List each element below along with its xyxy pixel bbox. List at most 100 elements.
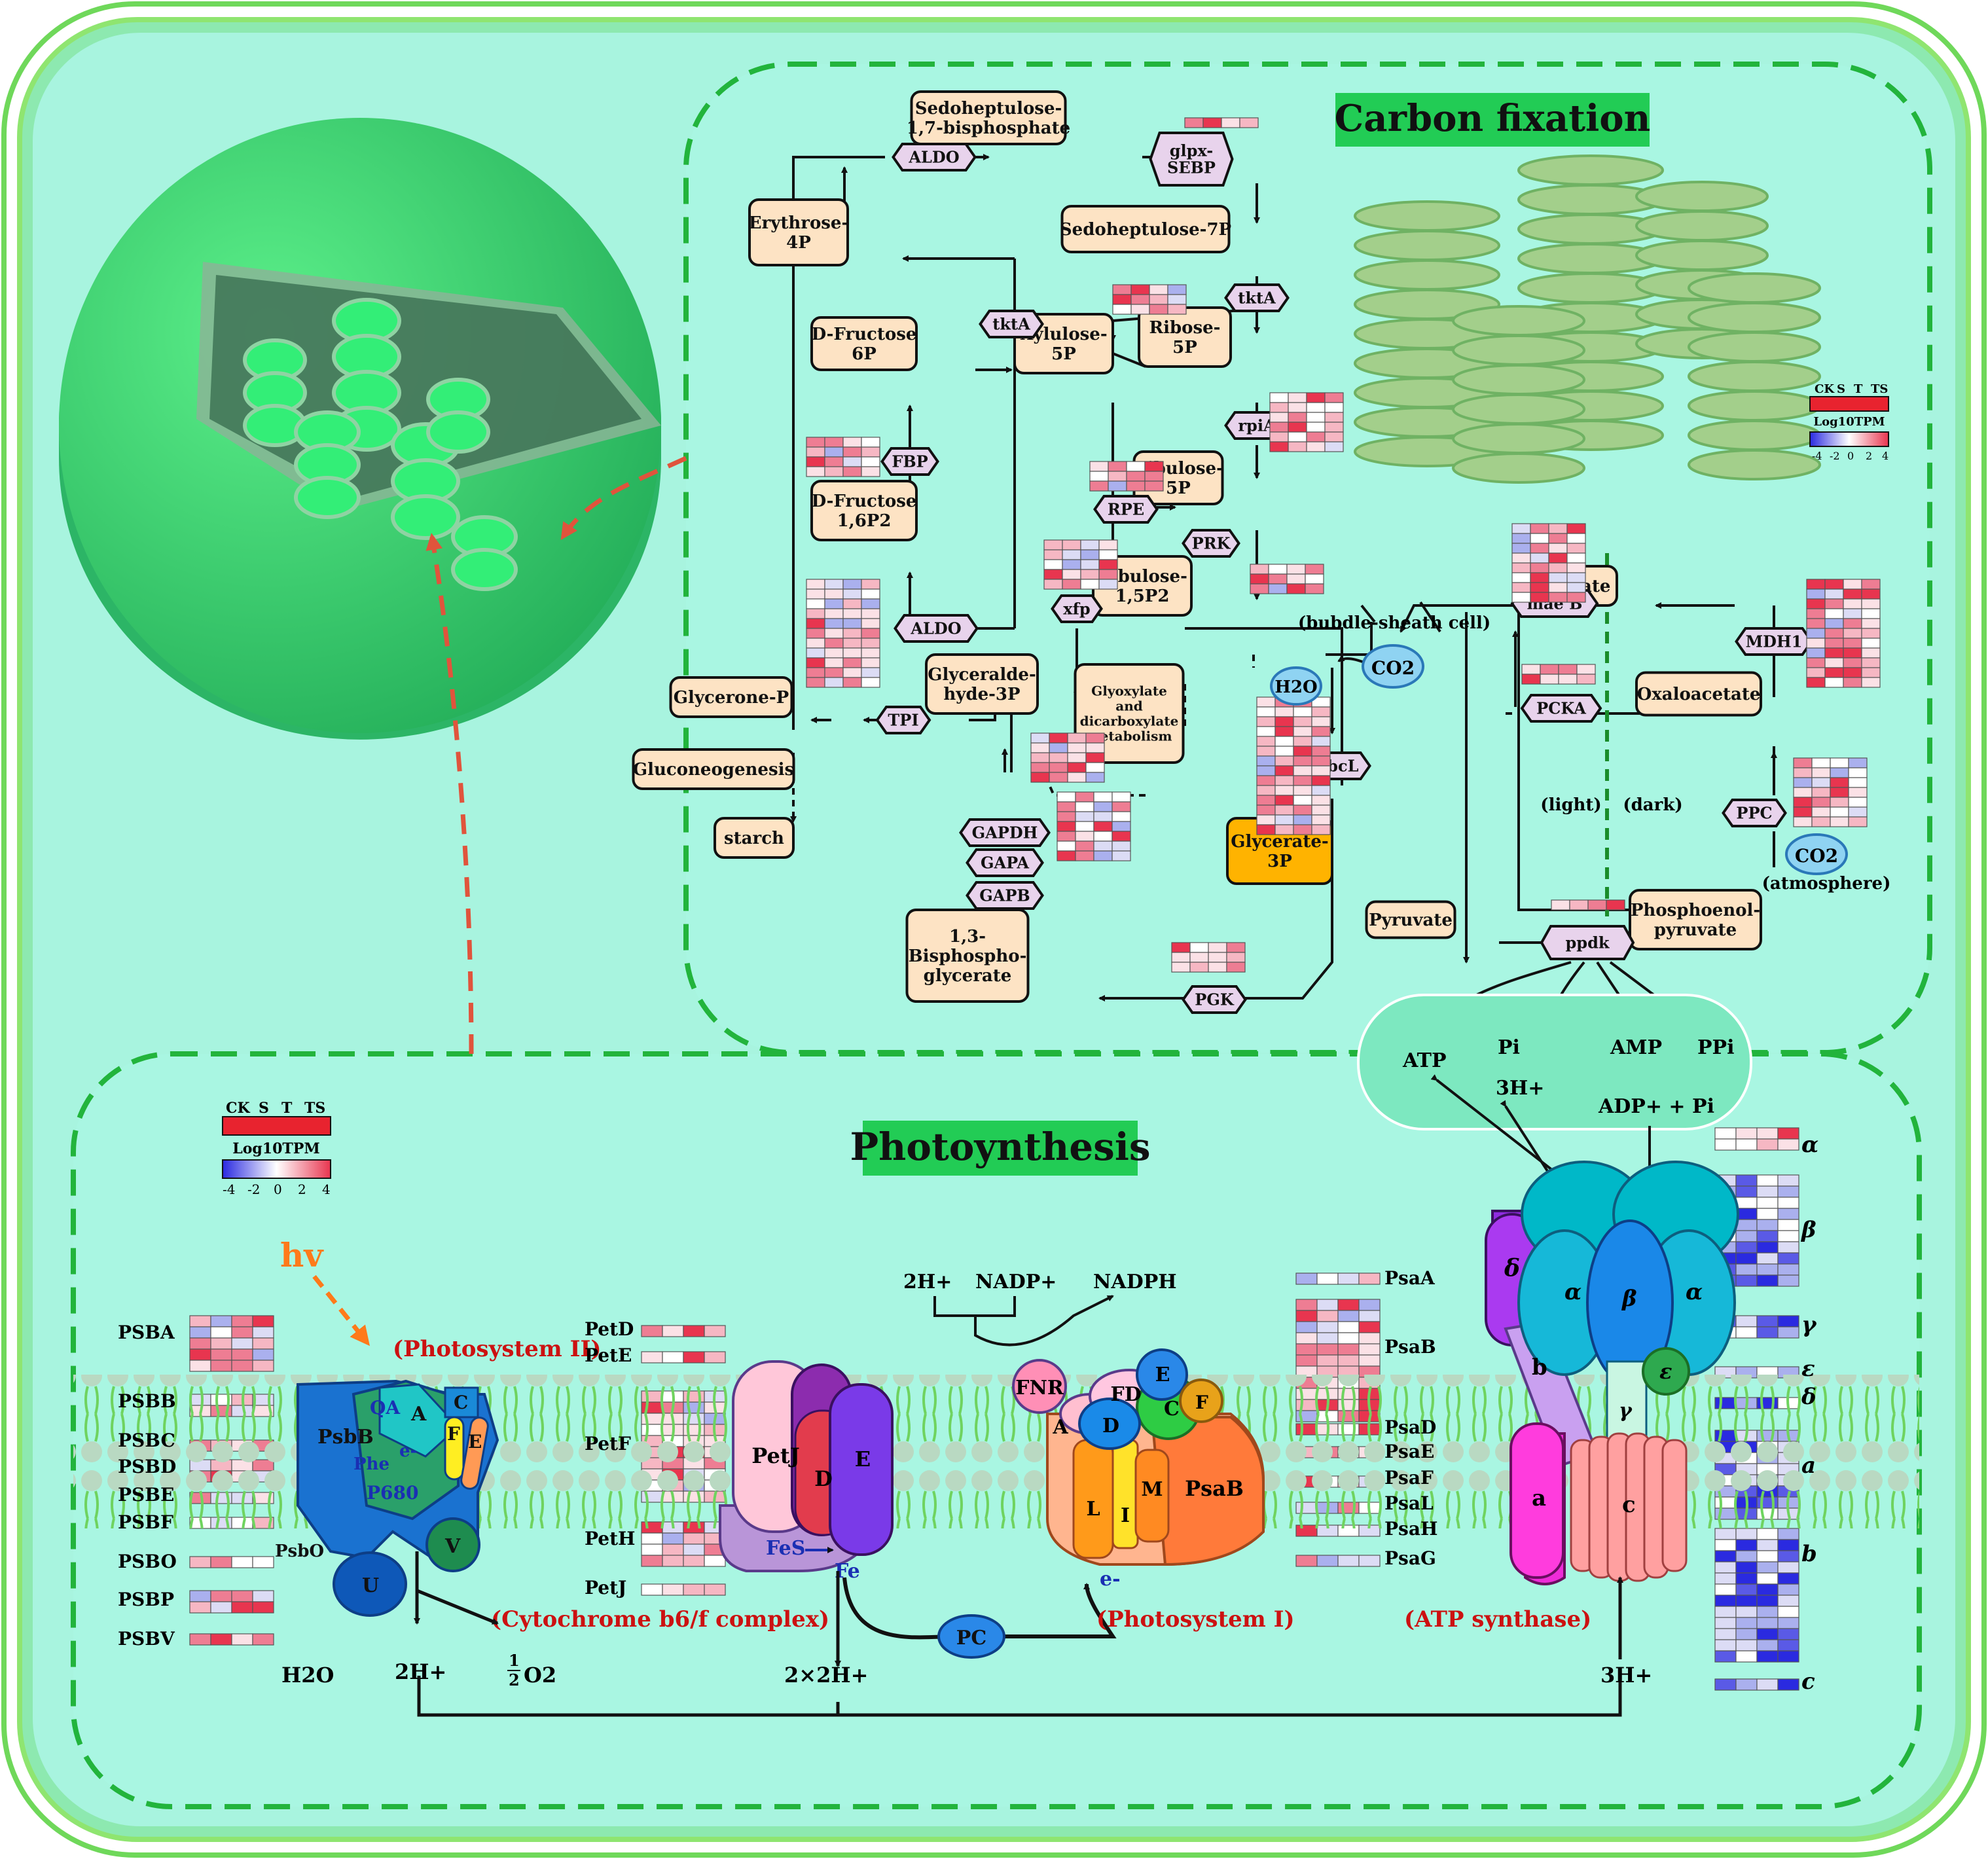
metabolite-label: Sedoheptulose- bbox=[915, 99, 1062, 118]
heatmap-ps-9 bbox=[641, 1325, 726, 1337]
enzyme-gapa: GAPA bbox=[966, 848, 1044, 877]
metabolite-label: Sedoheptulose-7P bbox=[1060, 220, 1231, 240]
heatmap-ps-12 bbox=[641, 1521, 726, 1567]
label-f: F bbox=[447, 1423, 460, 1445]
metabolite-label: Glyceralde- bbox=[928, 665, 1036, 685]
label-c-sub: c bbox=[1622, 1492, 1636, 1518]
label-a: A bbox=[410, 1403, 427, 1426]
ps-gene-labels: PSBAPSBBPSBCPSBDPSBEPSBFPSBOPSBPPSBVPetD… bbox=[118, 1132, 1818, 1695]
label-amp: AMP bbox=[1610, 1036, 1662, 1059]
molecule-co2-bundle: CO2 bbox=[1362, 644, 1424, 689]
metabolite-starch: starch bbox=[714, 817, 795, 859]
enzyme-fbp: FBP bbox=[880, 447, 939, 476]
gene-label-psal: PsaL bbox=[1384, 1492, 1434, 1514]
label-bundle-sheath: (bubdle-sheath cell) bbox=[1298, 613, 1491, 633]
label-ps-h2o: H2O bbox=[281, 1663, 334, 1688]
legend-col-ts: TS bbox=[1871, 382, 1888, 396]
legend-col-s: S bbox=[1837, 382, 1845, 396]
gene-label-psad: PsaD bbox=[1384, 1417, 1436, 1438]
enzyme-pgk: PGK bbox=[1182, 985, 1247, 1014]
legend2-tick-0: -4 bbox=[223, 1182, 235, 1197]
label-dark: (dark) bbox=[1623, 795, 1682, 815]
legend-tick-3: 2 bbox=[1866, 450, 1872, 462]
heatmap-ps-8 bbox=[189, 1633, 274, 1646]
label-e: E bbox=[468, 1431, 482, 1453]
carbon-fixation-title-box bbox=[1335, 93, 1650, 147]
label-ppi: PPi bbox=[1697, 1036, 1735, 1059]
gene-label-atp-0: α bbox=[1801, 1132, 1818, 1158]
label-ps2: (Photosystem II) bbox=[393, 1336, 602, 1362]
legend-carbon: CK S T TS Log10TPM -4 -2 0 2 4 bbox=[1809, 382, 1889, 462]
metabolite-glyceraldehyde: Glyceralde-hyde-3P bbox=[925, 653, 1039, 715]
heatmap-cf-8 bbox=[1030, 732, 1105, 783]
gene-label-atp-4: δ bbox=[1801, 1384, 1816, 1410]
gene-label-psbd: PSBD bbox=[118, 1456, 176, 1477]
enzyme-pcka: PCKA bbox=[1520, 694, 1602, 723]
label-adp-pi: ADP+ + Pi bbox=[1598, 1095, 1714, 1118]
link-arrow-photosynthesis bbox=[425, 533, 474, 1055]
heatmap-cf-10 bbox=[1256, 696, 1331, 835]
legend-photosynthesis: CK S T TS Log10TPM -4 -2 0 2 4 bbox=[222, 1100, 331, 1197]
enzyme-label: xfp bbox=[1063, 599, 1090, 618]
atp-synthase: δ α β α ε b γ a c (ATP synthase) bbox=[1404, 1161, 1739, 1633]
label-light: (light) bbox=[1540, 795, 1601, 815]
metabolite-label: Phosphoenol- bbox=[1631, 901, 1760, 920]
label-3h: 3H+ bbox=[1496, 1077, 1544, 1100]
enzyme-gapdh: GAPDH bbox=[959, 818, 1051, 847]
label-half-o2: O2 bbox=[524, 1663, 556, 1688]
metabolite-label: 1,5P2 bbox=[1115, 587, 1170, 606]
label-cytb6f: (Cytochrome b6/f complex) bbox=[491, 1606, 829, 1633]
enzyme-aldo_top: ALDO bbox=[892, 143, 977, 171]
gene-label-psbp: PSBP bbox=[118, 1589, 174, 1610]
proton-path bbox=[414, 1551, 1623, 1717]
label-phe: Phe bbox=[353, 1454, 389, 1474]
carbon-fixation-title: Carbon fixation bbox=[1335, 97, 1651, 140]
label-atp: ATP bbox=[1402, 1049, 1447, 1072]
label-ps1: (Photosystem I) bbox=[1096, 1606, 1295, 1633]
link-arrow-carbon bbox=[560, 456, 687, 540]
legend2-col-ts: TS bbox=[304, 1100, 325, 1117]
molecule-co2-atm: CO2 bbox=[1785, 833, 1848, 875]
enzyme-prk: PRK bbox=[1182, 529, 1240, 558]
heatmap-cf-9 bbox=[1057, 791, 1131, 861]
metabolite-label: glycerate bbox=[924, 966, 1012, 986]
gene-label-psab: PsaB bbox=[1384, 1336, 1436, 1358]
label-2x2h: 2×2H+ bbox=[784, 1663, 868, 1688]
heatmap-ps-13 bbox=[641, 1583, 726, 1596]
enzyme-ppdk: ppdk bbox=[1540, 925, 1635, 960]
label-a2: A bbox=[1052, 1416, 1068, 1439]
metabolite-glycerone: Glycerone-P bbox=[669, 676, 793, 718]
label-d: D bbox=[814, 1466, 833, 1491]
enzyme-label: GAPDH bbox=[972, 823, 1038, 842]
label-a-sub: a bbox=[1532, 1485, 1546, 1511]
heatmap-cf-3 bbox=[806, 437, 880, 477]
heatmap-cf-2 bbox=[1269, 392, 1344, 452]
metabolite-label: and bbox=[1115, 698, 1143, 714]
legend2-col-t: T bbox=[281, 1100, 293, 1117]
heatmap-cf-6 bbox=[1250, 564, 1324, 594]
metabolite-pep: Phosphoenol-pyruvate bbox=[1629, 889, 1762, 950]
legend-label: Log10TPM bbox=[1813, 415, 1885, 429]
metabolite-label: 1,6P2 bbox=[837, 511, 892, 531]
label-e3: E bbox=[1155, 1363, 1170, 1386]
enzyme-tpi: TPI bbox=[875, 706, 931, 734]
label-nadp-2h: 2H+ bbox=[903, 1271, 952, 1293]
svg-text:CO2: CO2 bbox=[1795, 845, 1838, 867]
label-hv: hv bbox=[280, 1236, 324, 1274]
label-psab: PsaB bbox=[1185, 1476, 1244, 1501]
metabolite-label: dicarboxylate bbox=[1080, 713, 1179, 729]
photosystem-ii: (Photosystem II) PsbB QA A C F E Phe e- … bbox=[275, 1336, 602, 1617]
metabolite-label: D-Fructose bbox=[812, 492, 917, 511]
enzyme-label: MDH1 bbox=[1746, 632, 1803, 651]
label-delta: δ bbox=[1504, 1255, 1520, 1282]
enzyme-label: rpiA bbox=[1238, 416, 1276, 435]
label-ps-2h: 2H+ bbox=[395, 1659, 446, 1684]
legend-col-t: T bbox=[1854, 382, 1863, 396]
legend2-tick-2: 0 bbox=[274, 1182, 282, 1197]
gene-label-psag: PsaG bbox=[1384, 1547, 1436, 1569]
label-p680: P680 bbox=[367, 1482, 419, 1504]
heatmap-ps-29 bbox=[1714, 1678, 1799, 1691]
enzyme-label: tktA bbox=[1238, 288, 1276, 307]
